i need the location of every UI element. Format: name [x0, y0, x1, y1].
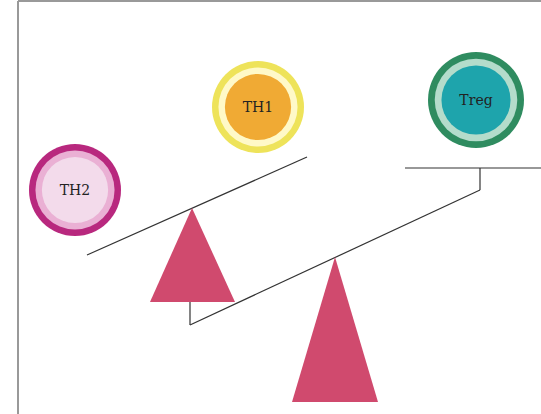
- frame-line: [17, 1, 19, 414]
- cell-ring: [29, 144, 121, 236]
- th1-cell: TH1: [212, 61, 304, 153]
- cell-ring: [42, 157, 108, 223]
- cell-ring: [225, 74, 291, 140]
- cell-ring: [428, 52, 524, 148]
- cell-ring: [441, 65, 510, 134]
- cell-ring: [218, 67, 297, 146]
- lower-fulcrum: [292, 257, 378, 402]
- th2-cell: TH2: [29, 144, 121, 236]
- cell-label: TH1: [243, 99, 273, 115]
- support-post: [479, 168, 480, 190]
- cell-label: Treg: [459, 92, 492, 108]
- cell-ring: [212, 61, 304, 153]
- cell-ring: [435, 59, 518, 142]
- cell-label-box: Treg: [428, 52, 524, 148]
- cell-label-box: TH1: [212, 61, 304, 153]
- cell-label-box: TH2: [29, 144, 121, 236]
- upper-fulcrum: [150, 208, 235, 302]
- support-post: [189, 302, 190, 325]
- treg-cell: Treg: [428, 52, 524, 148]
- treg-platform: [405, 167, 541, 168]
- cell-label: TH2: [60, 182, 90, 198]
- cell-ring: [35, 150, 114, 229]
- frame-line: [18, 0, 541, 2]
